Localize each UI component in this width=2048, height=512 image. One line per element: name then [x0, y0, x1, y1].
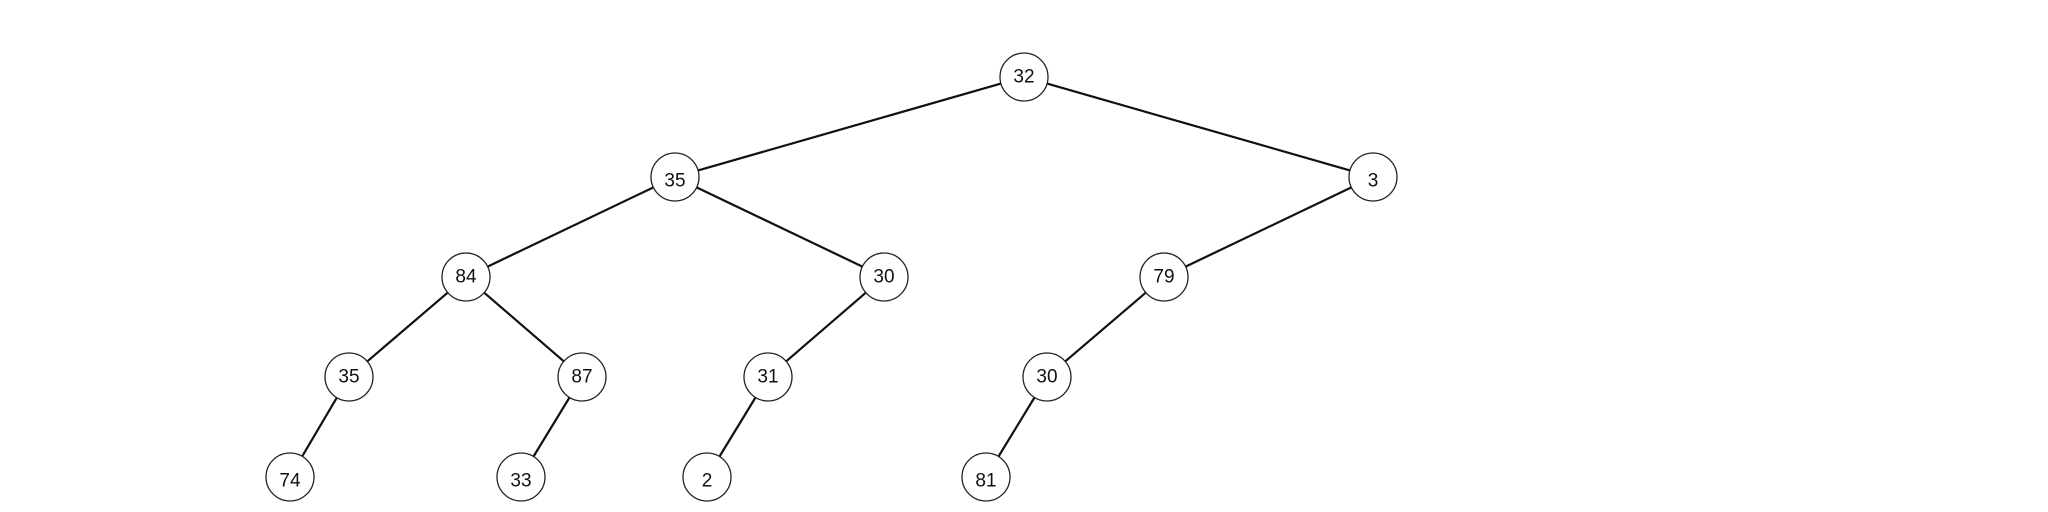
- tree-edge: [997, 396, 1036, 458]
- tree-node: 87: [557, 352, 607, 402]
- tree-node: 81: [961, 452, 1011, 502]
- tree-node-circle: [961, 452, 1011, 502]
- tree-edge: [1045, 82, 1352, 172]
- tree-node: 2: [682, 452, 732, 502]
- tree-node: 74: [265, 452, 315, 502]
- tree-edge: [696, 82, 1003, 172]
- tree-node-circle: [682, 452, 732, 502]
- tree-edges: [301, 82, 1353, 458]
- tree-node: 31: [743, 352, 793, 402]
- tree-edge: [486, 186, 655, 268]
- tree-node: 3: [1348, 152, 1398, 202]
- tree-node-circle: [557, 352, 607, 402]
- tree-node: 79: [1139, 252, 1189, 302]
- tree-node-label: 32: [1013, 67, 1034, 88]
- tree-node-circle: [441, 252, 491, 302]
- tree-node: 33: [496, 452, 546, 502]
- tree-node: 35: [324, 352, 374, 402]
- tree-node-label: 33: [510, 471, 531, 492]
- tree-node-label: 35: [664, 171, 685, 192]
- tree-node-label: 74: [279, 471, 301, 492]
- tree-node-circle: [265, 452, 315, 502]
- tree-node: 35: [650, 152, 700, 202]
- tree-node-label: 30: [1036, 367, 1057, 388]
- tree-node-circle: [1348, 152, 1398, 202]
- tree-node-label: 35: [338, 367, 359, 388]
- tree-node-circle: [999, 52, 1049, 102]
- tree-edge: [1184, 186, 1353, 268]
- tree-edge: [366, 291, 449, 363]
- tree-node-label: 2: [702, 471, 713, 492]
- tree-nodes: 32 35 3 84 30 79 35 87 31 30 74 33 2 81: [265, 52, 1398, 502]
- tree-edge: [1064, 291, 1147, 363]
- tree-node-circle: [743, 352, 793, 402]
- tree-edge: [785, 291, 867, 363]
- tree-node-circle: [650, 152, 700, 202]
- tree-node-circle: [496, 452, 546, 502]
- tree-edge: [483, 291, 565, 363]
- tree-node-label: 87: [571, 367, 592, 388]
- tree-node-label: 31: [757, 367, 778, 388]
- tree-node-label: 3: [1368, 171, 1379, 192]
- tree-node: 84: [441, 252, 491, 302]
- tree-edge: [532, 396, 571, 458]
- tree-node-label: 79: [1153, 267, 1174, 288]
- tree-node-circle: [859, 252, 909, 302]
- tree-node: 30: [859, 252, 909, 302]
- tree-node: 32: [999, 52, 1049, 102]
- tree-edge: [301, 396, 338, 458]
- tree-node-label: 81: [975, 471, 996, 492]
- tree-node-circle: [1022, 352, 1072, 402]
- tree-node: 30: [1022, 352, 1072, 402]
- tree-edge: [718, 396, 757, 458]
- tree-edge: [695, 186, 864, 268]
- tree-node-circle: [324, 352, 374, 402]
- tree-node-label: 30: [873, 267, 894, 288]
- tree-node-circle: [1139, 252, 1189, 302]
- tree-node-label: 84: [455, 267, 477, 288]
